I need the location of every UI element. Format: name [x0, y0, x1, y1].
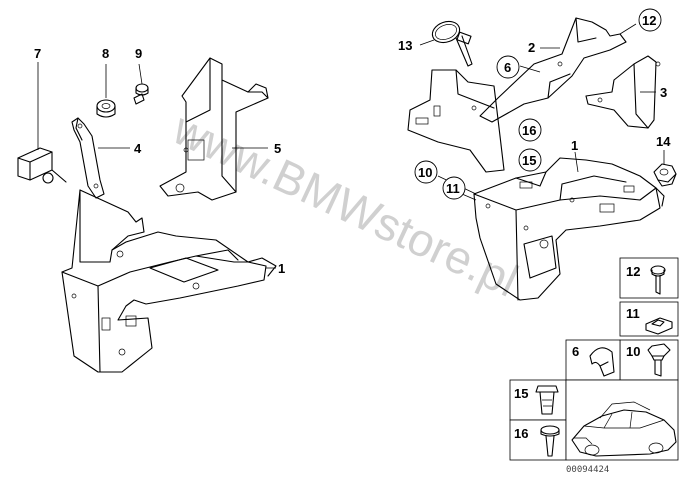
car-outline-icon: [571, 401, 677, 457]
callout-16-circle: [518, 118, 542, 142]
part-1-right-carrier: [473, 157, 665, 301]
part-2-long-arm: [479, 17, 627, 123]
legend-16-screw: [540, 425, 560, 457]
legend-label-16: 16: [514, 426, 528, 441]
legend-11-clip: [645, 317, 673, 335]
legend-15-expansion-nut: [535, 385, 559, 415]
legend-label-12: 12: [626, 264, 640, 279]
callout-8: 8: [102, 46, 109, 61]
part-9-screw: [133, 83, 149, 105]
callout-15-circle: [518, 148, 542, 172]
legend-label-15: 15: [514, 386, 528, 401]
callout-4: 4: [134, 141, 142, 156]
callout-12-circle: [638, 8, 662, 32]
watermark: www.BMWstore.pl: [165, 102, 526, 307]
callout-13: 13: [398, 38, 412, 53]
legend-label-6: 6: [572, 344, 579, 359]
small-parts-legend: [509, 257, 679, 461]
callout-9: 9: [135, 46, 142, 61]
callout-6-circle: [496, 55, 520, 79]
legend-label-11: 11: [626, 306, 640, 321]
callout-1-left: 1: [278, 261, 285, 276]
callout-3: 3: [660, 85, 667, 100]
part-7-relay: [17, 147, 67, 184]
part-13-cable-tie: [431, 20, 473, 67]
callout-11-circle: [442, 176, 466, 200]
part-2-mount-plate: [407, 69, 505, 173]
legend-label-10: 10: [626, 344, 640, 359]
callout-16: 16: [522, 123, 536, 138]
callout-14: 14: [656, 134, 671, 149]
callout-12: 12: [642, 13, 656, 28]
part-8-grommet: [96, 99, 116, 118]
part-4-strap-bracket: [71, 117, 105, 199]
part-14-nut: [653, 163, 677, 187]
drawing-number: 00094424: [566, 465, 609, 475]
callout-10-circle: [414, 160, 438, 184]
legend-12-screw: [650, 265, 666, 295]
part-5-tall-bracket: [159, 57, 269, 201]
callout-15: 15: [522, 153, 536, 168]
legend-10-bolt: [647, 343, 671, 377]
callout-11: 11: [446, 181, 460, 196]
legend-6-clamp: [589, 347, 615, 377]
callout-5: 5: [274, 141, 281, 156]
callout-6: 6: [504, 60, 511, 75]
callout-2: 2: [528, 40, 535, 55]
callout-7: 7: [34, 46, 41, 61]
callout-10: 10: [418, 165, 432, 180]
part-3-angle-bracket: [585, 55, 661, 129]
part-1-left-carrier: [61, 189, 277, 373]
callout-1-right: 1: [571, 138, 578, 153]
